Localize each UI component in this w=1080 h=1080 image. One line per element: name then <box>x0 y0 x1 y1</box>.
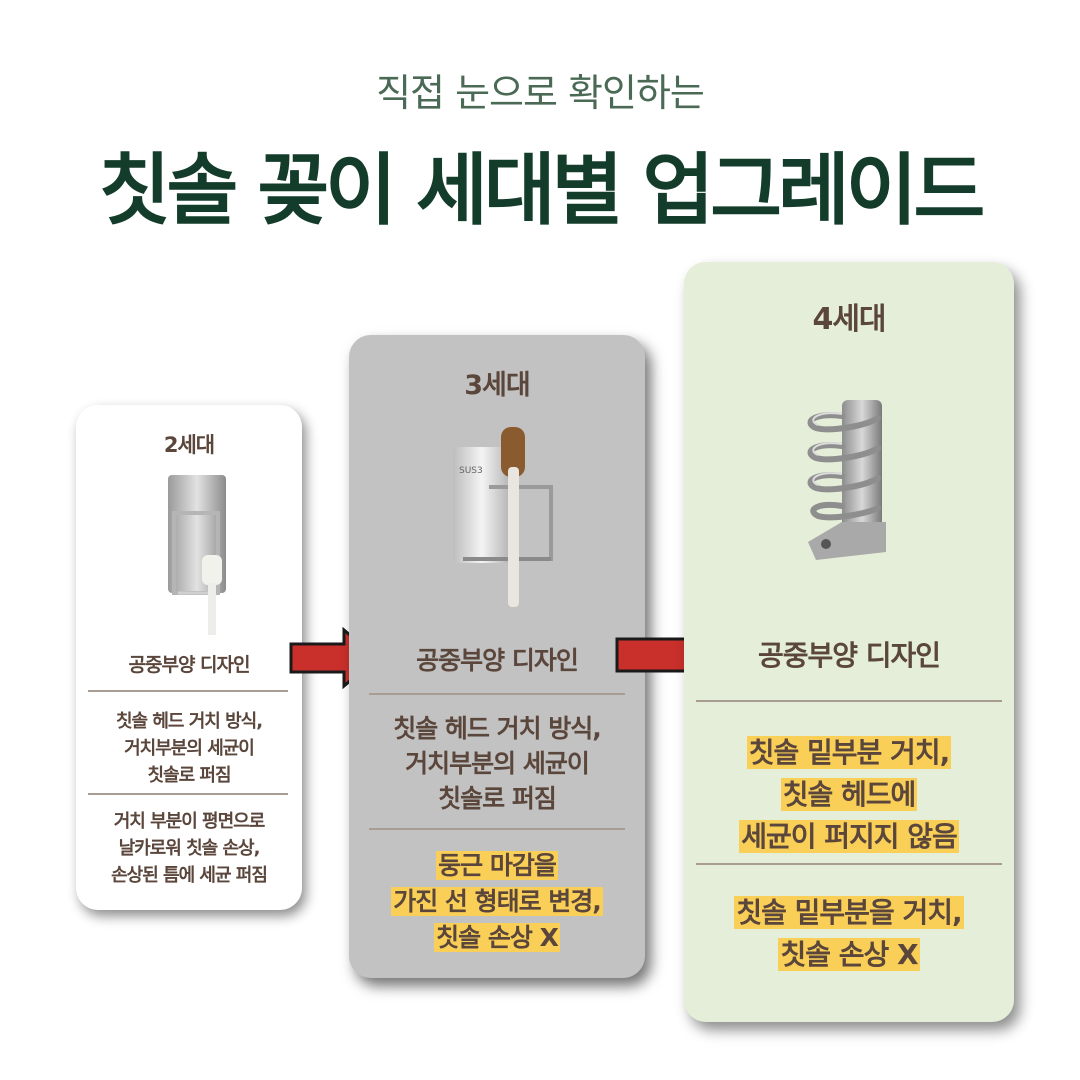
generation-4-desc2: 칫솔 밑부분을 거치, 칫솔 손상 X <box>734 896 964 971</box>
holder-3-label: SUS3 <box>459 466 483 476</box>
page-title: 칫솔 꽂이 세대별 업그레이드 <box>98 146 986 236</box>
holder-3-image: SUS3 <box>453 427 553 607</box>
divider <box>369 828 625 830</box>
divider <box>696 700 1002 702</box>
holder-2-image <box>168 475 226 635</box>
divider <box>88 793 288 795</box>
generation-3-desc1: 칫솔 헤드 거치 방식, 거치부분의 세균이 칫솔로 퍼짐 <box>393 714 602 813</box>
generation-2-card: 2세대 공중부양 디자인 칫솔 헤드 거치 방식, 거치부분의 세균이 칫솔로 … <box>76 405 302 910</box>
holder-4-image <box>807 400 886 560</box>
generation-2-design: 공중부양 디자인 <box>128 654 251 676</box>
generation-3-card: 3세대 SUS3 공중부양 디자인 칫솔 헤드 거치 방식, 거치부분의 세균이… <box>349 335 645 978</box>
generation-4-desc1: 칫솔 밑부분 거치, 칫솔 헤드에 세균이 퍼지지 않음 <box>739 736 959 853</box>
generation-4-design: 공중부양 디자인 <box>757 639 941 672</box>
generation-2-desc1: 칫솔 헤드 거치 방식, 거치부분의 세균이 칫솔로 퍼짐 <box>115 711 263 786</box>
generation-3-desc2: 둥근 마감을 가진 선 형태로 변경, 칫솔 손상 X <box>391 851 603 952</box>
divider <box>369 693 625 695</box>
divider <box>696 863 1002 865</box>
page-subtitle: 직접 눈으로 확인하는 <box>376 71 705 115</box>
generation-4-label: 4세대 <box>812 302 886 337</box>
divider <box>88 690 288 692</box>
generation-2-desc2: 거치 부분이 평면으로 날카로워 칫솔 손상, 손상된 틈에 세균 퍼짐 <box>111 811 268 886</box>
generation-3-label: 3세대 <box>464 370 530 401</box>
generation-2-label: 2세대 <box>163 433 215 457</box>
generation-4-card: 4세대 공중부양 디자인 칫솔 밑부분 거치, 칫솔 헤드에 세균이 퍼지지 않… <box>684 262 1014 1022</box>
generation-3-design: 공중부양 디자인 <box>416 646 579 675</box>
